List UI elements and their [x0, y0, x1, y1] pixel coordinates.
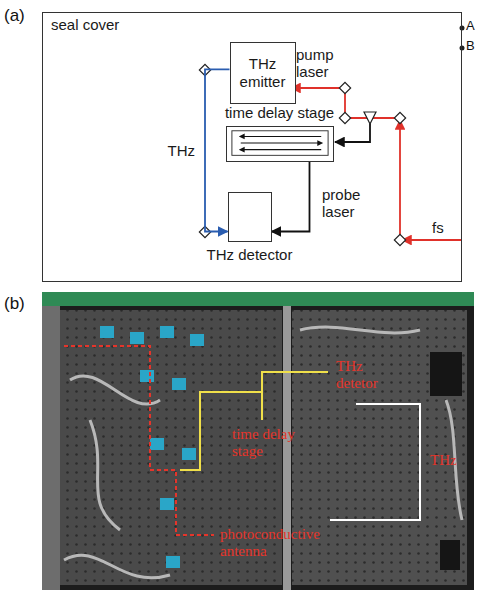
svg-rect: [283, 306, 291, 590]
svg-g: [100, 326, 204, 568]
detector-body: [228, 192, 272, 242]
svg-rect: [292, 310, 467, 585]
stage-path: [240, 136, 320, 149]
svg-rect: [292, 310, 467, 585]
svg-path: [300, 327, 420, 333]
svg-rect: [339, 112, 350, 123]
label: probe laser: [322, 186, 370, 221]
svg-rect: [190, 334, 204, 346]
svg-rect: [430, 352, 462, 396]
svg-circle: [460, 26, 465, 31]
svg-path: [291, 87, 345, 89]
probe-beam: [272, 162, 310, 232]
svg-rect: [394, 112, 405, 123]
svg-rect: [160, 498, 174, 510]
emitter-box: THz emitter: [230, 42, 296, 104]
delay-stage: time delay stage: [226, 104, 334, 162]
label: (b): [4, 294, 25, 314]
svg-rect: [339, 82, 350, 93]
edge-label: THz: [168, 142, 196, 159]
svg-rect: [42, 292, 474, 306]
label: THz: [430, 452, 457, 469]
stage-arrows: [238, 133, 322, 152]
svg-rect: [394, 234, 405, 245]
svg-rect: [42, 292, 474, 590]
stage-rail: [231, 130, 327, 155]
detector-box: THz detector: [228, 192, 272, 264]
svg-rect: [140, 370, 154, 382]
svg-rect: [182, 448, 196, 460]
label: THz detetor: [336, 358, 406, 393]
svg-rect: [130, 332, 144, 344]
svg-rect: [160, 326, 174, 338]
node-text: THz emitter: [231, 55, 295, 90]
port-dots: [460, 26, 465, 51]
svg-path: [330, 404, 420, 520]
svg-g: [64, 346, 420, 535]
label: A: [466, 19, 475, 34]
stage-box: [226, 126, 334, 162]
node-text: seal cover: [51, 16, 119, 33]
svg-rect: [150, 438, 164, 450]
label: pump laser: [296, 46, 342, 81]
svg-g: [64, 327, 462, 578]
setup-photo: [42, 292, 474, 590]
svg-rect: [166, 556, 180, 568]
svg-path: [399, 120, 401, 240]
svg-rect: [42, 306, 60, 590]
svg-circle: [460, 46, 465, 51]
stage-drawing: [227, 127, 333, 161]
label: photoconductive antenna: [220, 526, 344, 561]
node-text: THz detector: [207, 246, 293, 263]
label: B: [466, 39, 475, 54]
node-text: time delay stage: [225, 104, 334, 121]
svg-path: [335, 118, 370, 142]
label: (a): [4, 6, 25, 26]
svg-path: [262, 372, 328, 420]
label: fs: [432, 219, 444, 236]
svg-path: [64, 346, 214, 535]
svg-path: [90, 420, 120, 530]
svg-rect: [100, 326, 114, 338]
label: time delay stage: [232, 426, 314, 461]
svg-path: [402, 239, 462, 241]
svg-rect: [440, 540, 460, 570]
svg-path: [364, 112, 376, 124]
svg-rect: [172, 378, 186, 390]
seal-cover-box: seal coverTHz emitter time delay stageTHz…: [42, 12, 462, 282]
svg-path: [64, 555, 170, 578]
